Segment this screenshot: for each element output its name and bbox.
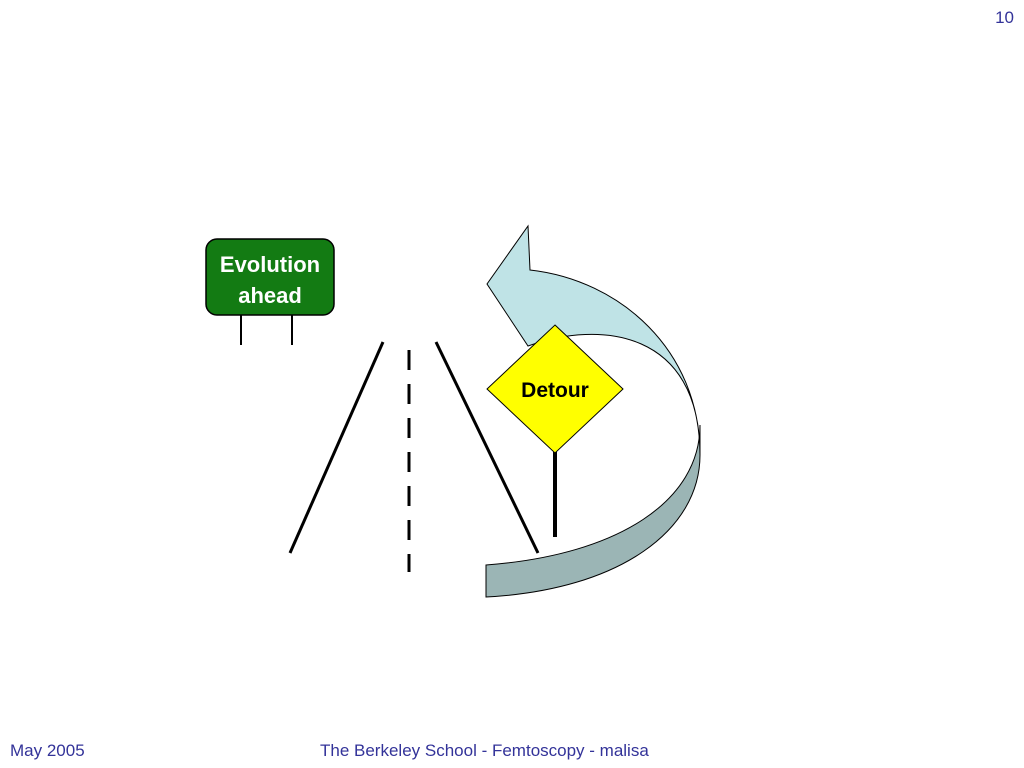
evolution-sign [205, 238, 335, 316]
road-right-edge [434, 341, 540, 554]
road-left-edge [288, 341, 385, 554]
detour-sign-label: Detour [521, 379, 589, 402]
detour-arrow-upper [486, 224, 701, 456]
evolution-sign-line1: Evolution [220, 252, 320, 277]
page-number: 10 [995, 8, 1014, 27]
footer-title: The Berkeley School - Femtoscopy - malis… [320, 741, 649, 760]
detour-sign [486, 324, 624, 454]
footer-date: May 2005 [10, 741, 85, 760]
evolution-sign-line2: ahead [238, 283, 302, 308]
